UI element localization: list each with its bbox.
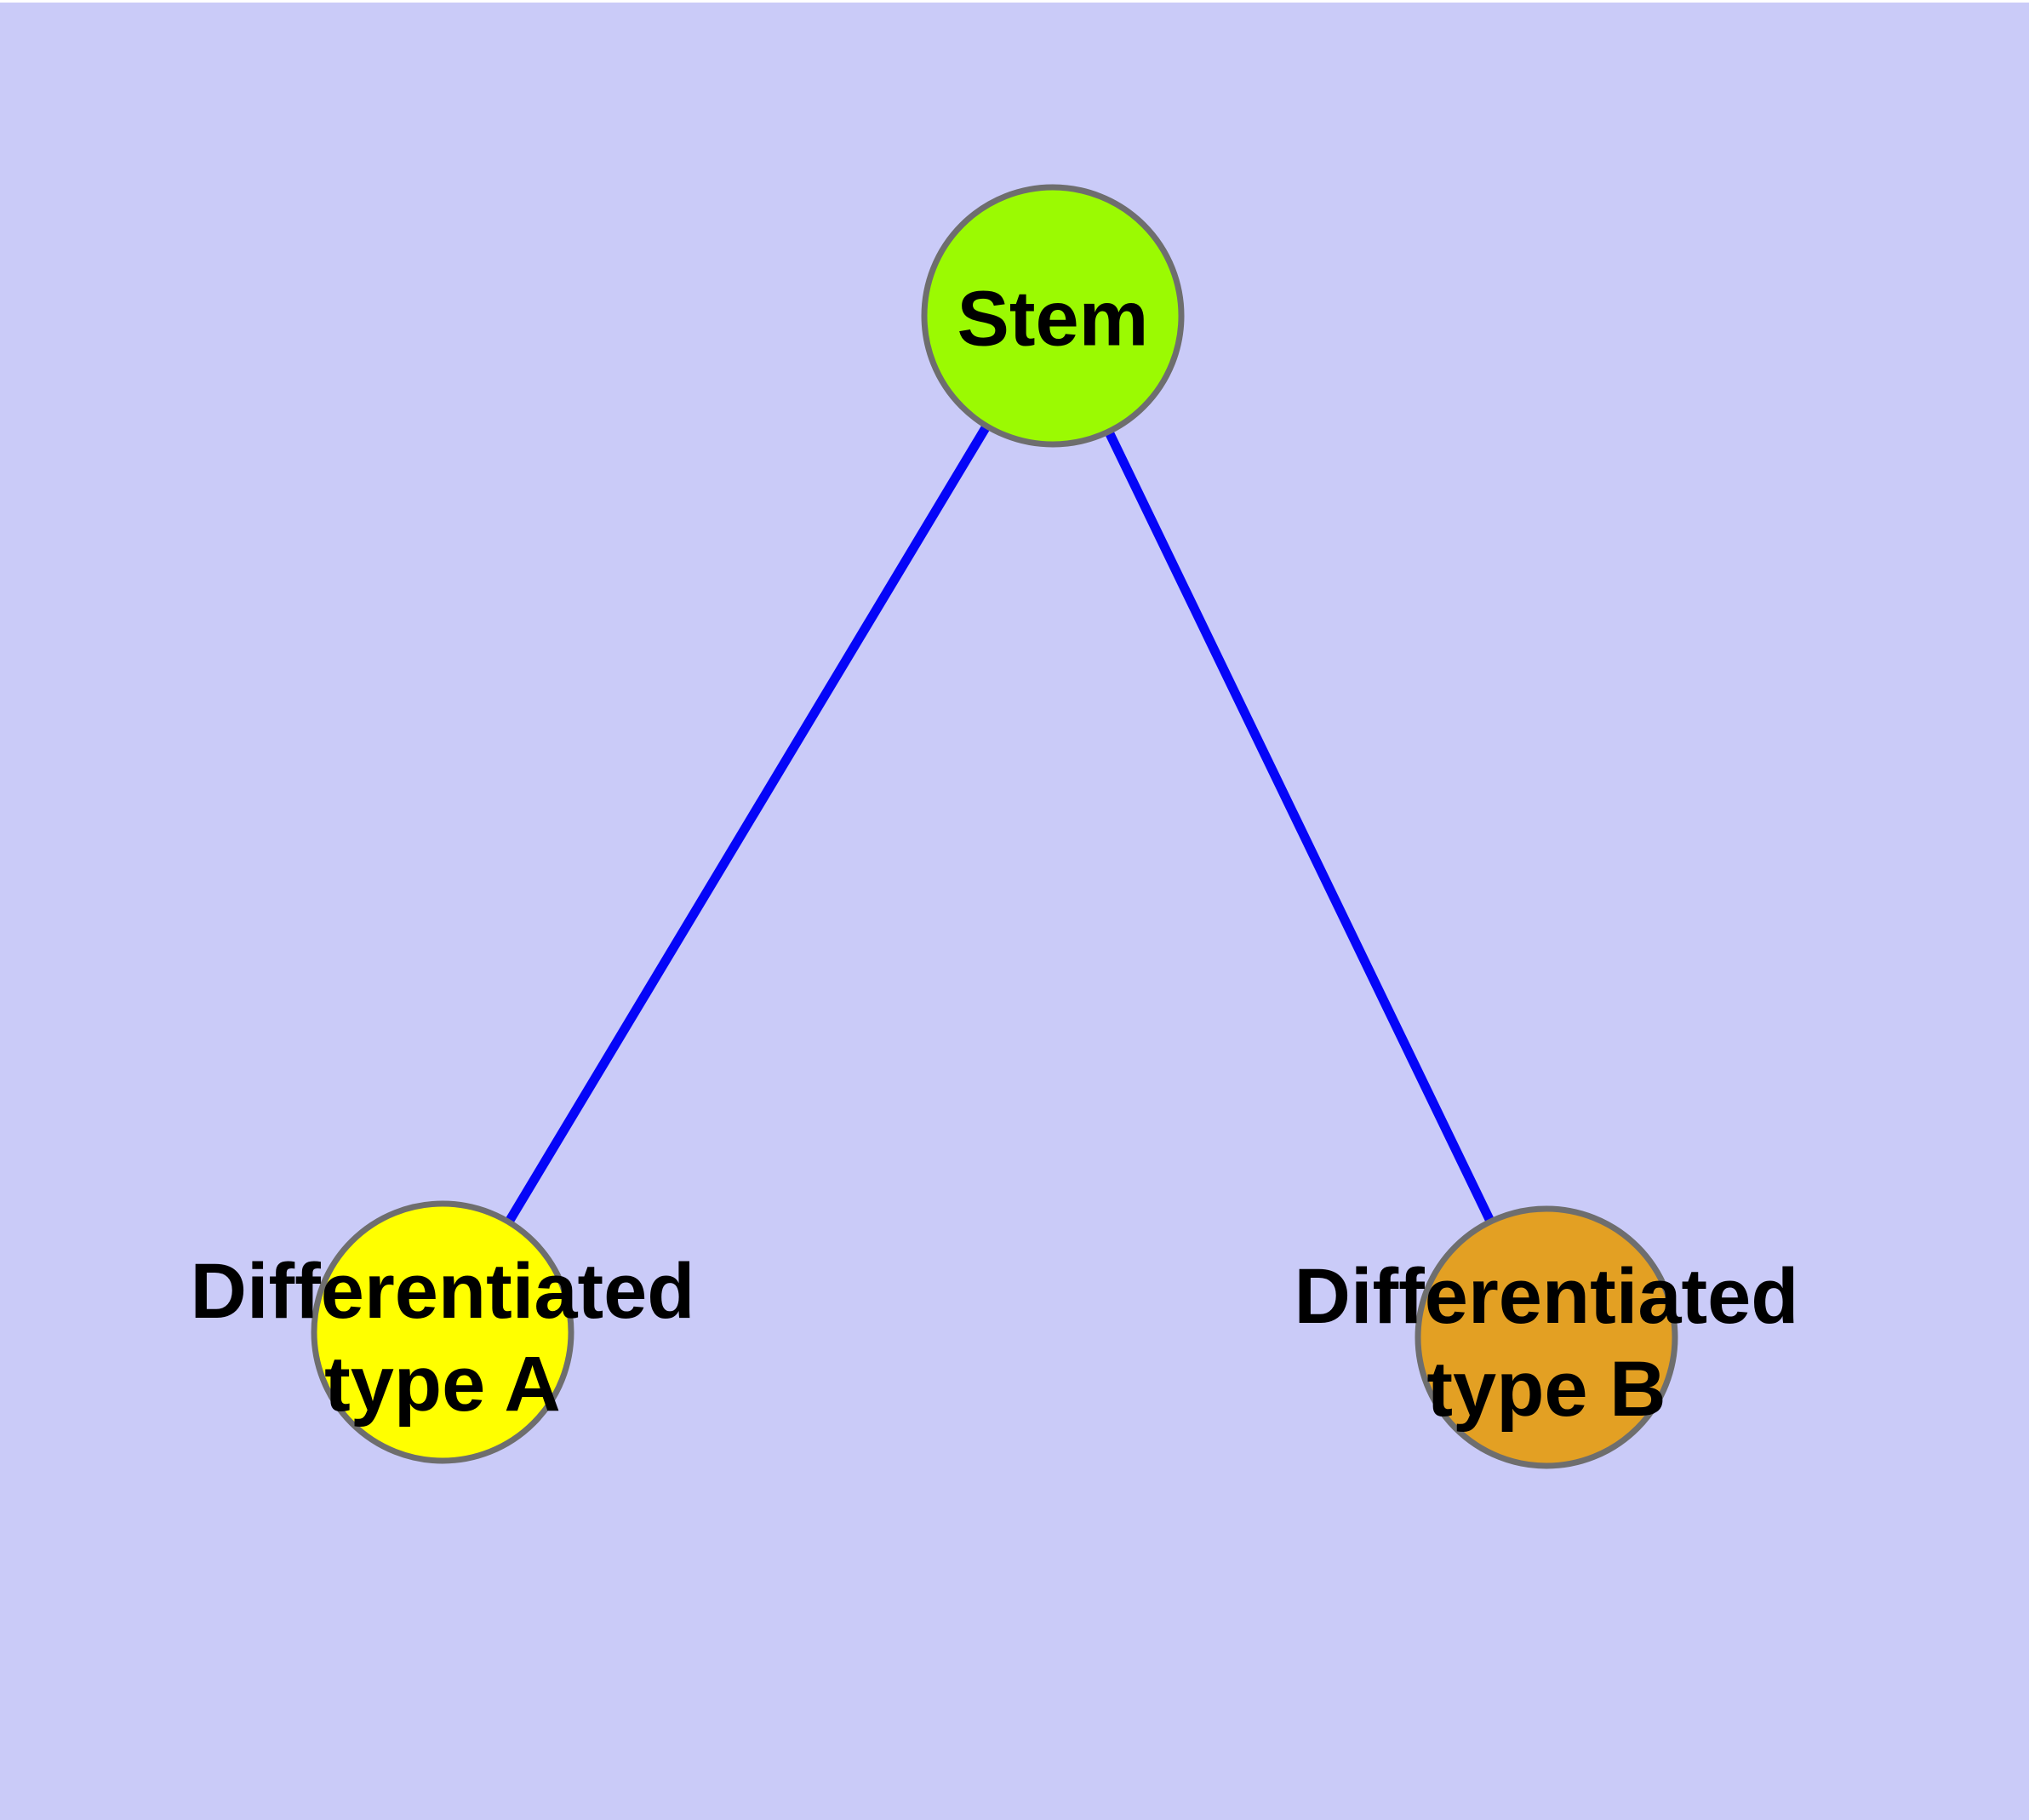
edge-stem-to-type-a xyxy=(438,313,1057,1335)
node-label-line: Stem xyxy=(957,275,1149,363)
node-label-type-a: Differentiated type A xyxy=(191,1245,695,1431)
edge-stem-to-type-b xyxy=(1049,313,1551,1340)
node-label-line: type A xyxy=(324,1341,561,1428)
node-label-line: Differentiated xyxy=(1294,1253,1799,1340)
node-label-type-b: Differentiated type B xyxy=(1295,1251,1799,1436)
node-circle-type-b xyxy=(1415,1205,1678,1469)
node-label-line: Differentiated xyxy=(190,1248,695,1335)
node-label-stem: Stem xyxy=(957,273,1149,366)
node-circle-type-a xyxy=(311,1200,574,1464)
node-circle-stem xyxy=(921,184,1185,448)
node-label-line: type B xyxy=(1426,1346,1666,1433)
